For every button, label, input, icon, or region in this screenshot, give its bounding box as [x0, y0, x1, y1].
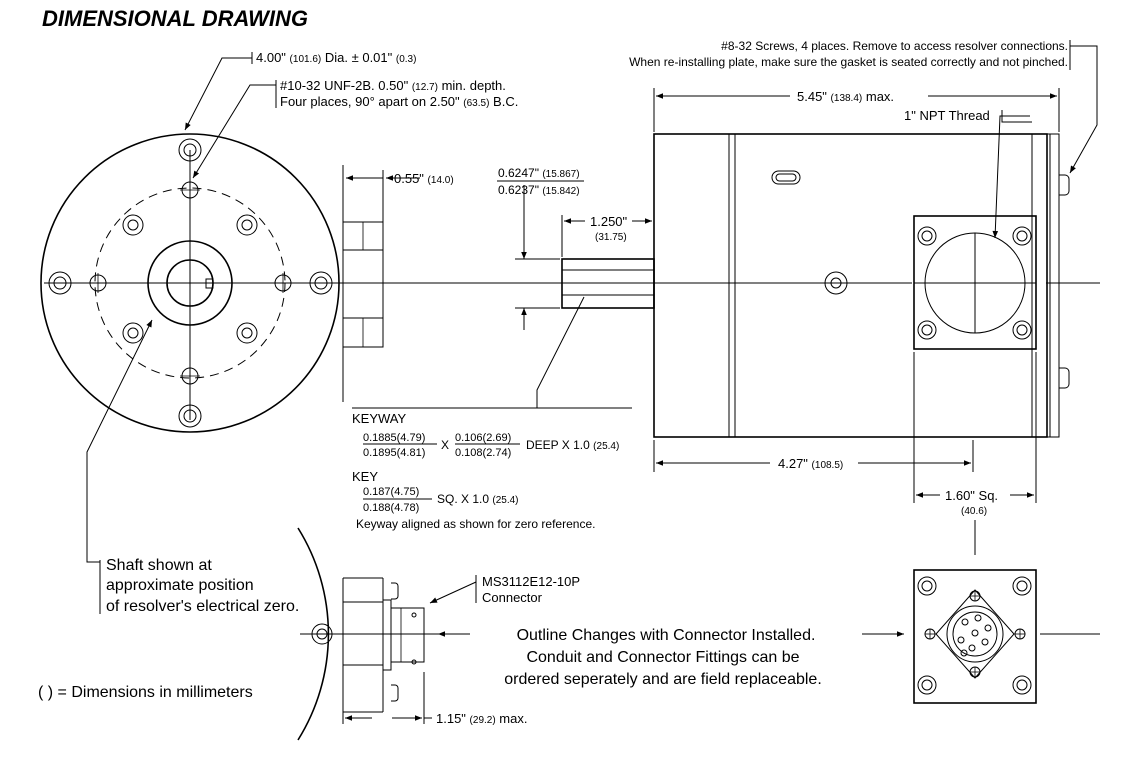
square-dim-mm: (40.6) — [961, 506, 987, 517]
shaft-length-dim: 1.250" — [590, 214, 628, 229]
connector-depth-dim: 1.15" (29.2) max. — [436, 711, 527, 726]
screws-note-line1: #8-32 Screws, 4 places. Remove to access… — [721, 39, 1068, 53]
shaft-note-line3: of resolver's electrical zero. — [106, 598, 299, 615]
resolver-body — [653, 133, 1048, 438]
side-view — [440, 133, 1100, 438]
screws-note-line2: When re-installing plate, make sure the … — [629, 55, 1068, 69]
thread-callout-line2: Four places, 90° apart on 2.50" (63.5) B… — [280, 94, 518, 109]
shaft-dia-bottom: 0.6237" (15.842) — [498, 183, 580, 197]
keyway-deep: DEEP X 1.0 (25.4) — [526, 438, 619, 452]
outline-note-line1: Outline Changes with Connector Installed… — [517, 627, 816, 644]
square-dim: 1.60" Sq. — [945, 488, 998, 503]
hex-screw — [178, 138, 202, 162]
shaft-note-line2: approximate position — [106, 577, 254, 594]
body-length-dim: 4.27" (108.5) — [778, 456, 843, 471]
flange-thickness-dim: 0.55" (14.0) — [394, 171, 454, 186]
connector-side-view — [297, 527, 454, 741]
keyway-width-top: 0.1885(4.79) — [363, 432, 425, 444]
key-note: Keyway aligned as shown for zero referen… — [356, 517, 595, 531]
npt-callout: 1" NPT Thread — [904, 108, 990, 123]
keyway-x: X — [441, 438, 449, 452]
hex-screw — [48, 271, 72, 295]
hex-screw — [236, 214, 258, 236]
flange-side-view — [342, 165, 440, 402]
hex-screw — [309, 271, 333, 295]
keyway-depth-bottom: 0.108(2.74) — [455, 447, 511, 459]
thread-callout-line1: #10-32 UNF-2B. 0.50" (12.7) min. depth. — [280, 78, 506, 93]
outline-note-line2: Conduit and Connector Fittings can be — [526, 649, 799, 666]
keyway-depth-top: 0.106(2.69) — [455, 432, 511, 444]
key-bottom: 0.188(4.78) — [363, 502, 419, 514]
outline-note-line3: ordered seperately and are field replace… — [504, 671, 822, 688]
units-note: ( ) = Dimensions in millimeters — [38, 684, 253, 701]
overall-length-dim: 5.45" (138.4) max. — [797, 89, 894, 104]
tapped-hole — [180, 366, 200, 386]
connector-front-view — [913, 569, 1037, 704]
key-top: 0.187(4.75) — [363, 486, 419, 498]
tapped-hole — [88, 273, 108, 293]
tapped-hole — [180, 180, 200, 200]
hex-screw — [236, 322, 258, 344]
keyway-width-bottom: 0.1895(4.81) — [363, 447, 425, 459]
hex-screw — [122, 322, 144, 344]
keyway-heading: KEYWAY — [352, 411, 407, 426]
dia-callout: 4.00" (101.6) Dia. ± 0.01" (0.3) — [256, 50, 416, 65]
shaft-note-line1: Shaft shown at — [106, 557, 212, 574]
page-title: DIMENSIONAL DRAWING — [42, 6, 308, 31]
connector-label-line1: MS3112E12-10P — [482, 574, 580, 589]
connector-label-line2: Connector — [482, 590, 543, 605]
shaft-length-dim-mm: (31.75) — [595, 232, 627, 243]
tapped-hole — [273, 273, 293, 293]
key-sq: SQ. X 1.0 (25.4) — [437, 492, 519, 506]
hex-screw — [122, 214, 144, 236]
front-view — [40, 133, 352, 433]
shaft-dia-top: 0.6247" (15.867) — [498, 166, 580, 180]
hex-screw — [178, 404, 202, 428]
key-heading: KEY — [352, 469, 378, 484]
